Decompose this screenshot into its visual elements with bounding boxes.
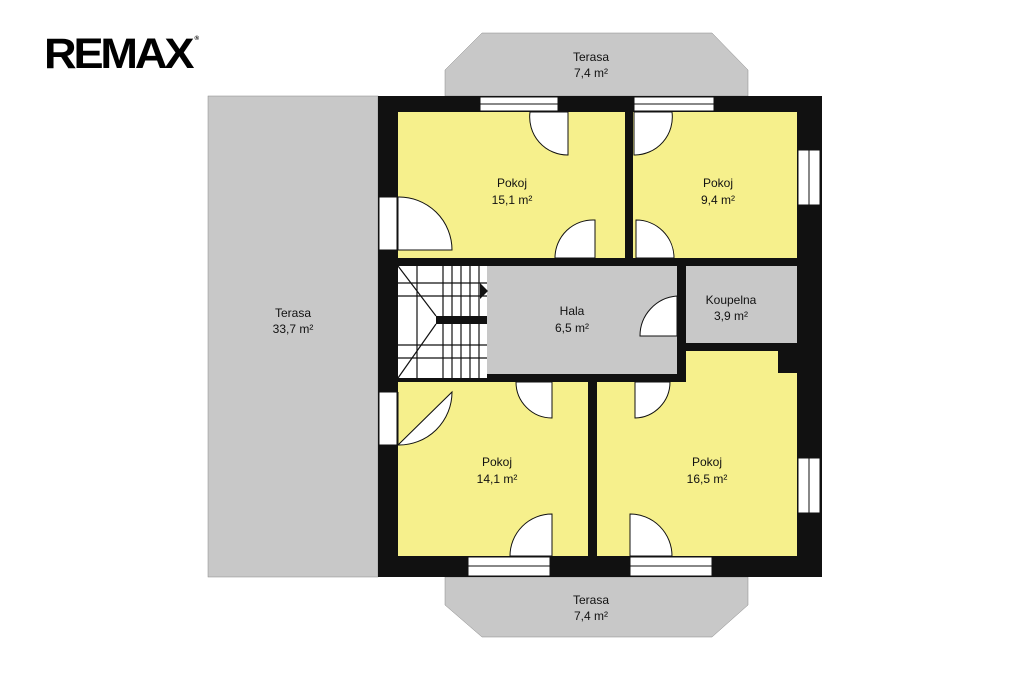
room-3-name: Pokoj xyxy=(482,455,512,469)
terrace-left-area: 33,7 m² xyxy=(273,322,314,336)
terrace-top xyxy=(444,32,749,97)
terrace-bottom xyxy=(444,576,749,638)
terrace-bottom-name: Terasa xyxy=(573,593,609,607)
room-4-area: 16,5 m² xyxy=(687,472,728,486)
room-3-area: 14,1 m² xyxy=(477,472,518,486)
remax-logo: REMAX® xyxy=(44,30,200,78)
room-2-area: 9,4 m² xyxy=(701,193,735,207)
stairs-arrow-icon xyxy=(480,283,488,299)
terrace-top-area: 7,4 m² xyxy=(574,66,608,80)
room-4-name: Pokoj xyxy=(692,455,722,469)
room-1-name: Pokoj xyxy=(497,176,527,190)
doors xyxy=(397,111,678,557)
room-pokoj-3 xyxy=(398,382,588,556)
terrace-left xyxy=(207,95,379,578)
room-hala-name: Hala xyxy=(560,304,585,318)
room-1-area: 15,1 m² xyxy=(492,193,533,207)
windows xyxy=(378,96,821,577)
room-koupelna-name: Koupelna xyxy=(706,293,757,307)
room-2-name: Pokoj xyxy=(703,176,733,190)
room-koupelna-area: 3,9 m² xyxy=(714,309,748,323)
room-hala-area: 6,5 m² xyxy=(555,321,589,335)
terrace-top-name: Terasa xyxy=(573,50,609,64)
registered-mark: ® xyxy=(194,36,200,42)
terrace-bottom-area: 7,4 m² xyxy=(574,609,608,623)
stairs-wall xyxy=(436,316,487,324)
room-koupelna xyxy=(686,266,797,343)
terrace-left-name: Terasa xyxy=(275,306,311,320)
